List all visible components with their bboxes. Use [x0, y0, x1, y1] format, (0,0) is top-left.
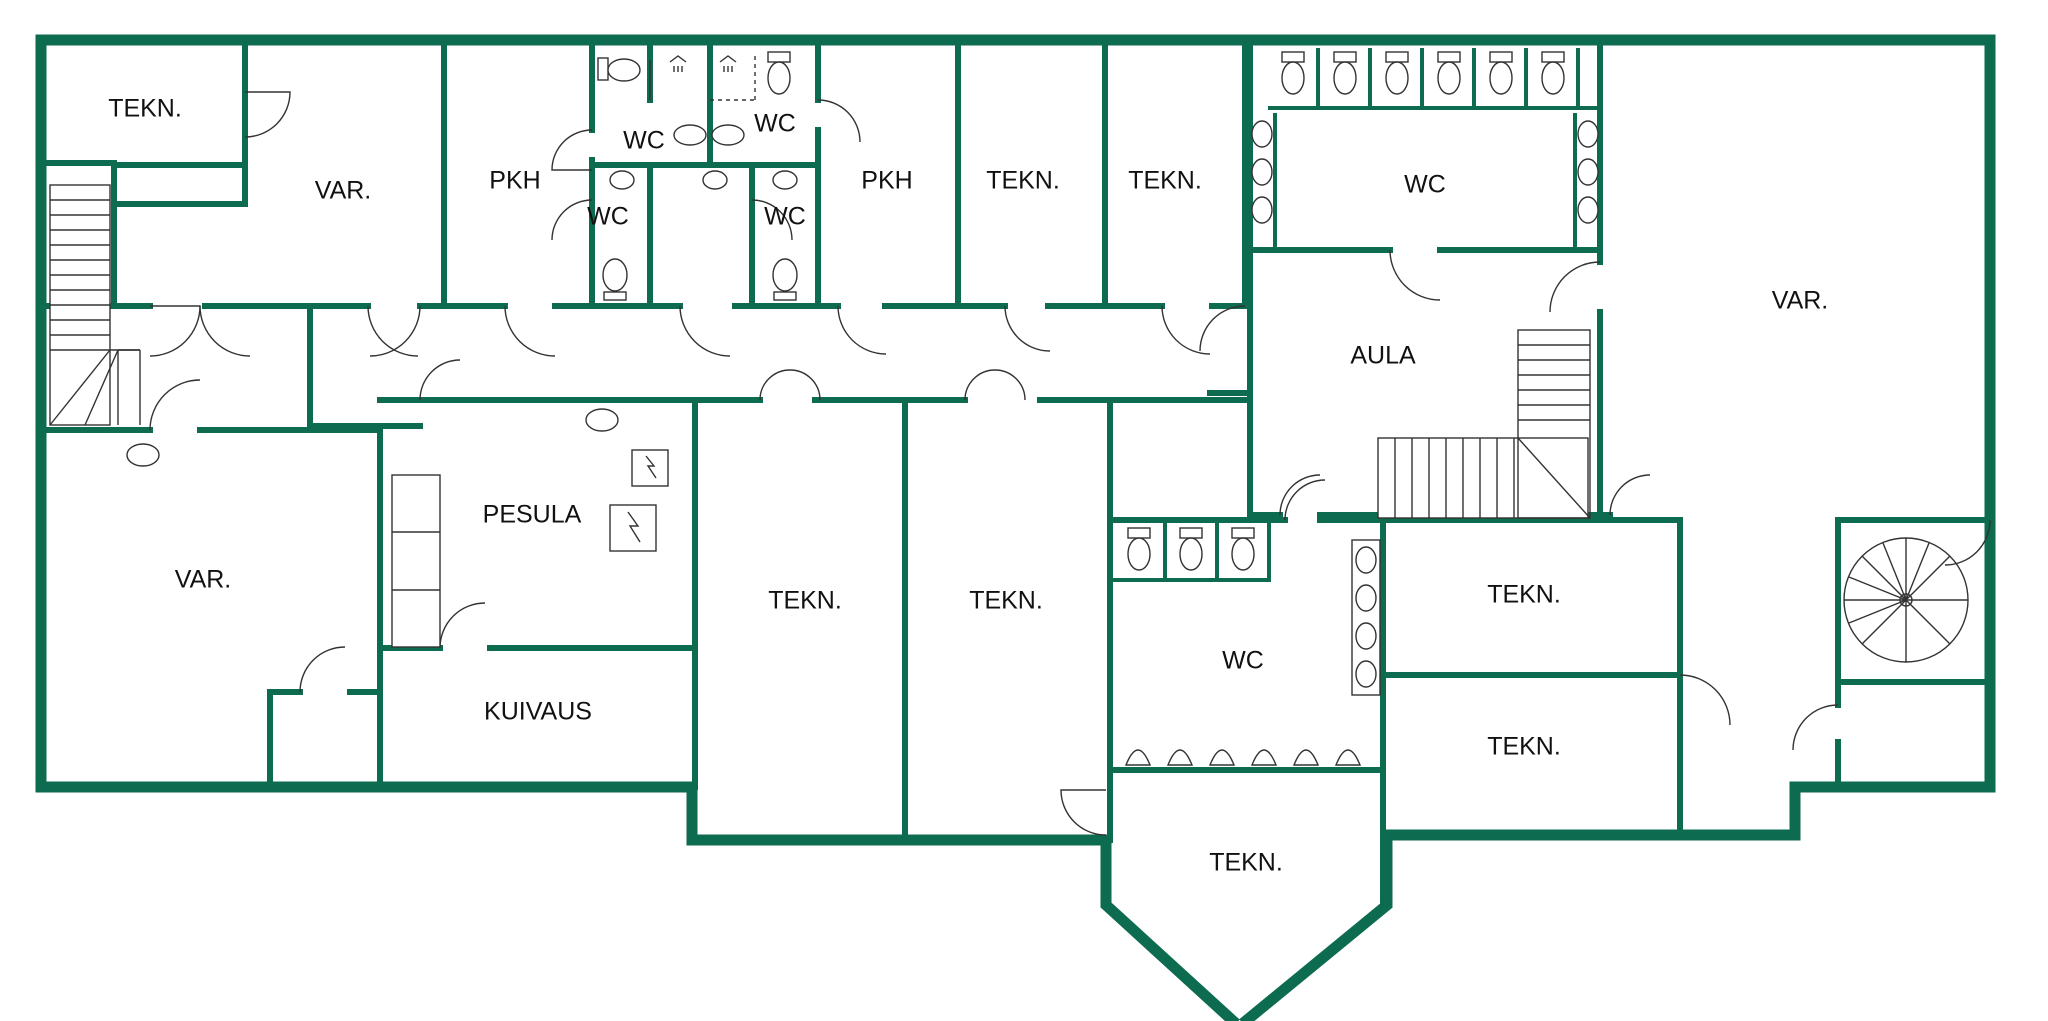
- room-label-tekn-mid-2: TEKN.: [969, 587, 1043, 615]
- room-label-wc-a: WC: [623, 127, 665, 155]
- room-label-tekn-mid-1: TEKN.: [768, 587, 842, 615]
- room-label-pkh-left: PKH: [489, 167, 540, 195]
- room-label-wc-b: WC: [754, 110, 796, 138]
- room-label-wc-c: WC: [587, 203, 629, 231]
- room-label-pkh-right: PKH: [861, 167, 912, 195]
- room-label-wc-d: WC: [764, 203, 806, 231]
- room-label-tekn-top-1: TEKN.: [986, 167, 1060, 195]
- room-label-wc-bottom: WC: [1222, 647, 1264, 675]
- toilets-top-right: [1251, 48, 1602, 252]
- room-label-kuivaus: KUIVAUS: [484, 698, 592, 726]
- spiral-staircase: [1843, 537, 1969, 663]
- room-label-var-top: VAR.: [315, 177, 372, 205]
- shower-icons: [669, 55, 756, 101]
- room-label-tekn-right-1: TEKN.: [1487, 581, 1561, 609]
- door-swings: [149, 60, 1991, 836]
- room-label-var-left: VAR.: [175, 566, 232, 594]
- room-label-tekn-bottom: TEKN.: [1209, 849, 1283, 877]
- fixtures-wc-cluster: [126, 51, 798, 467]
- room-labels: TEKN. VAR. PKH WC WC WC WC PKH TEKN. TEK…: [108, 95, 1828, 877]
- room-label-tekn-right-2: TEKN.: [1487, 733, 1561, 761]
- room-label-wc-top-right: WC: [1404, 171, 1446, 199]
- room-label-tekn-top-left: TEKN.: [108, 95, 182, 123]
- outer-walls: [35, 34, 1996, 1021]
- room-label-aula: AULA: [1350, 342, 1416, 370]
- room-label-pesula: PESULA: [483, 501, 582, 529]
- staircase-aula: [1377, 329, 1591, 519]
- pesula-fixtures: [391, 449, 669, 648]
- room-label-tekn-top-2: TEKN.: [1128, 167, 1202, 195]
- inner-walls: [38, 37, 1993, 908]
- toilets-bottom-wc: [1108, 523, 1381, 766]
- room-label-var-right: VAR.: [1772, 287, 1829, 315]
- staircase-left: [49, 184, 141, 426]
